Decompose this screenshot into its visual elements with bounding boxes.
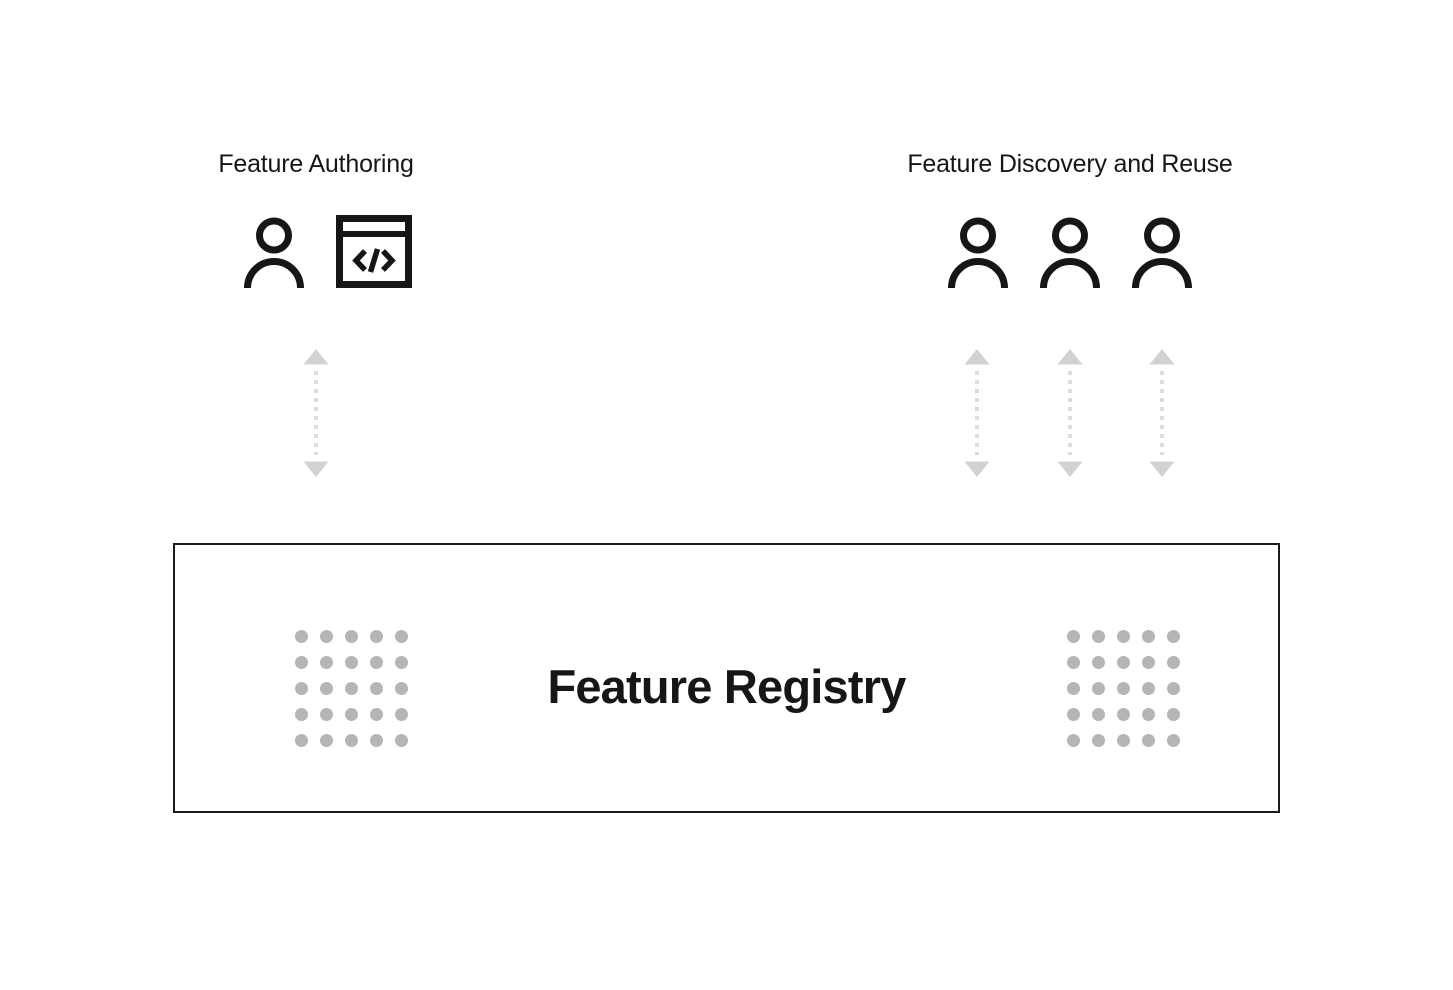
registry-dot — [295, 656, 308, 669]
registry-dot — [1067, 682, 1080, 695]
bidirectional-arrow-icon — [963, 349, 991, 477]
user-icon — [947, 215, 1009, 288]
registry-dot — [295, 734, 308, 747]
registry-dot — [1167, 708, 1180, 721]
registry-dot — [1117, 656, 1130, 669]
feature-authoring-icons — [244, 215, 412, 288]
registry-dot — [320, 708, 333, 721]
feature-registry-box: Feature Registry — [173, 543, 1280, 813]
registry-dot — [395, 630, 408, 643]
registry-dot — [320, 682, 333, 695]
registry-dot — [1067, 708, 1080, 721]
registry-dot — [345, 630, 358, 643]
registry-dot — [1092, 682, 1105, 695]
registry-dot — [345, 734, 358, 747]
user-icon — [244, 215, 304, 288]
registry-dot — [295, 708, 308, 721]
registry-dot — [1167, 734, 1180, 747]
registry-dot — [370, 708, 383, 721]
registry-dot — [295, 630, 308, 643]
registry-dot — [370, 656, 383, 669]
registry-dot — [345, 708, 358, 721]
registry-dot — [1067, 734, 1080, 747]
registry-dot — [370, 630, 383, 643]
registry-dot — [395, 656, 408, 669]
registry-dot — [1142, 734, 1155, 747]
registry-dot — [1067, 656, 1080, 669]
registry-dot — [370, 682, 383, 695]
registry-dot — [1142, 630, 1155, 643]
registry-dot — [1067, 630, 1080, 643]
bidirectional-arrow-icon — [1148, 349, 1176, 477]
registry-dot — [1142, 708, 1155, 721]
registry-dot — [320, 656, 333, 669]
registry-dot — [1142, 682, 1155, 695]
dot-grid-decoration — [295, 630, 408, 747]
feature-discovery-label: Feature Discovery and Reuse — [907, 150, 1233, 178]
registry-dot — [1167, 682, 1180, 695]
bidirectional-arrow-icon — [1056, 349, 1084, 477]
bidirectional-arrow-icon — [302, 349, 330, 477]
registry-dot — [1092, 656, 1105, 669]
feature-registry-title: Feature Registry — [547, 659, 906, 713]
feature-discovery-icons — [947, 215, 1193, 288]
registry-dot — [295, 682, 308, 695]
registry-dot — [1167, 656, 1180, 669]
registry-dot — [1117, 682, 1130, 695]
registry-dot — [1142, 656, 1155, 669]
user-icon — [1131, 215, 1193, 288]
feature-authoring-group: Feature Authoring — [126, 150, 506, 288]
registry-dot — [1092, 734, 1105, 747]
dot-grid-decoration — [1067, 630, 1180, 747]
feature-authoring-label: Feature Authoring — [218, 150, 414, 178]
registry-dot — [370, 734, 383, 747]
registry-dot — [395, 682, 408, 695]
user-icon — [1039, 215, 1101, 288]
registry-dot — [1167, 630, 1180, 643]
feature-discovery-group: Feature Discovery and Reuse — [880, 150, 1260, 288]
registry-dot — [395, 734, 408, 747]
registry-dot — [320, 734, 333, 747]
registry-dot — [320, 630, 333, 643]
registry-dot — [395, 708, 408, 721]
registry-dot — [1117, 708, 1130, 721]
registry-dot — [1117, 630, 1130, 643]
registry-dot — [345, 682, 358, 695]
registry-dot — [1117, 734, 1130, 747]
registry-dot — [1092, 708, 1105, 721]
registry-dot — [345, 656, 358, 669]
code-editor-icon — [336, 215, 412, 288]
registry-dot — [1092, 630, 1105, 643]
